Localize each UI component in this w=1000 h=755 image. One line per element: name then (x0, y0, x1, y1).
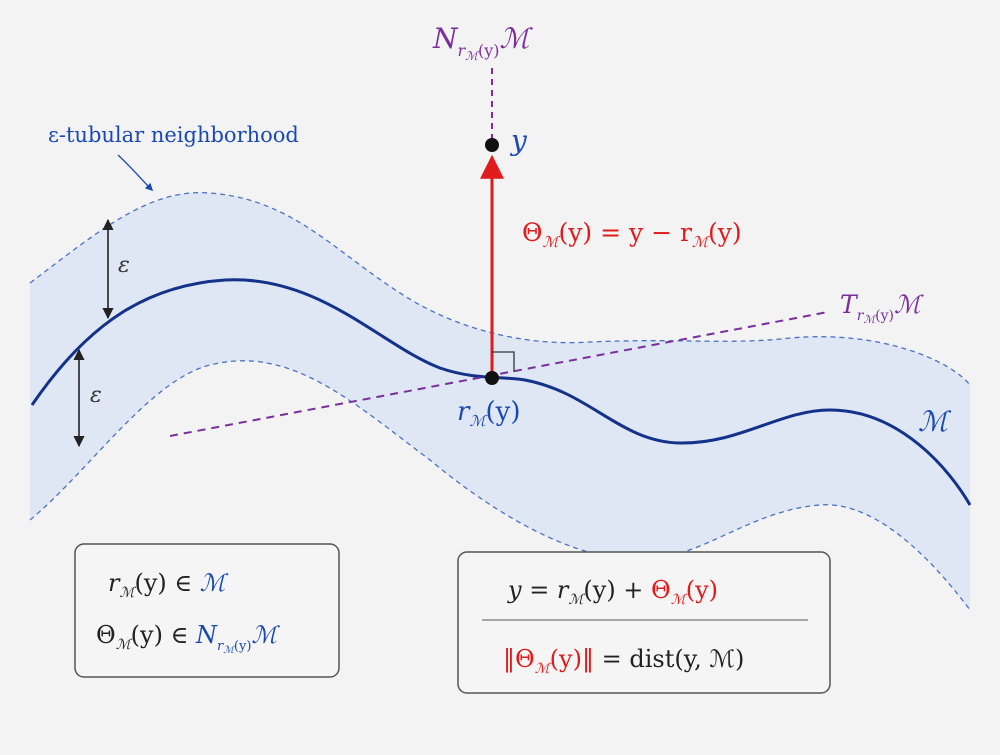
normal-space-label: Nrℳ(y)ℳ (432, 22, 534, 63)
epsilon-label-lower: ε (90, 383, 102, 408)
projection-point-dot (485, 371, 499, 385)
decomposition-box (457, 551, 831, 694)
membership-box (74, 543, 340, 678)
projection-label: rℳ(y) (457, 397, 520, 430)
decomposition-line-2: ‖Θℳ(y)‖ = dist(y, ℳ) (503, 645, 744, 677)
manifold-curve (30, 278, 972, 506)
tubular-neighborhood-region (30, 192, 970, 610)
point-y-dot (485, 138, 499, 152)
point-y-label: y (509, 124, 528, 157)
membership-line-2: Θℳ(y) ∈ Nrℳ(y)ℳ (96, 621, 280, 656)
manifold-label: ℳ (918, 405, 952, 438)
decomposition-line-1: y = rℳ(y) + Θℳ(y) (507, 576, 718, 608)
tube-label-pointer (117, 154, 154, 192)
tube-label: ε-tubular neighborhood (48, 123, 299, 147)
tangent-space-label: Trℳ(y)ℳ (840, 290, 924, 326)
tube-lower-boundary (29, 360, 971, 611)
membership-line-1: rℳ(y) ∈ ℳ (108, 569, 229, 601)
tube-upper-boundary (29, 191, 971, 386)
right-angle-marker (492, 351, 515, 372)
residual-equation: Θℳ(y) = y − rℳ(y) (522, 218, 742, 251)
epsilon-label-upper: ε (118, 253, 130, 278)
